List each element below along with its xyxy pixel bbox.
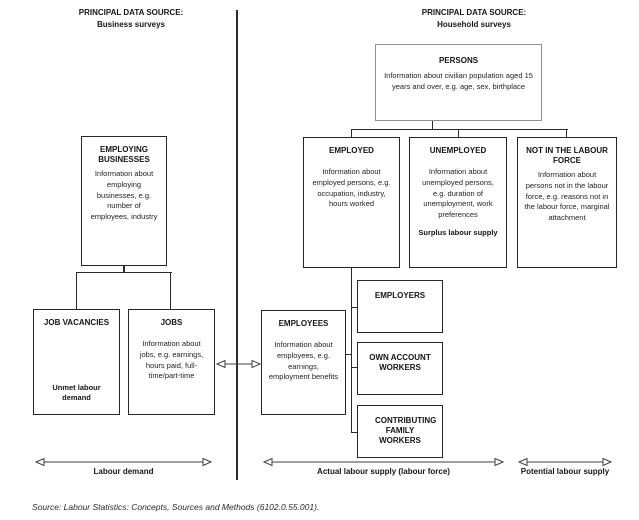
box-own-account-workers-title: OWN ACCOUNT WORKERS [369, 353, 431, 373]
connector-persons-drop [432, 121, 434, 130]
panel-divider-line [236, 10, 238, 480]
box-contributing-family-workers: CONTRIBUTING FAMILY WORKERS [357, 405, 443, 458]
box-job-vacancies-footer: Unmet labour demand [52, 382, 101, 403]
connector-to-jobs [170, 272, 172, 309]
box-employers: EMPLOYERS [357, 280, 443, 333]
header-left-line1: PRINCIPAL DATA SOURCE: [78, 8, 184, 17]
connector-to-job-vacancies [76, 272, 78, 309]
connector-to-unemployed [457, 129, 459, 137]
potential-labour-supply-arrow [517, 457, 613, 467]
actual-labour-supply-label: Actual labour supply (labour force) [317, 467, 450, 476]
connector-employed-trunk [350, 268, 352, 433]
box-unemployed-footer: Surplus labour supply [418, 228, 498, 238]
box-contributing-family-workers-title: CONTRIBUTING FAMILY WORKERS [375, 416, 437, 446]
connector-stub-contributing [350, 431, 358, 433]
connector-stub-employers [350, 306, 358, 308]
box-jobs: JOBS Information about jobs, e.g. earnin… [128, 309, 215, 415]
source-note: Source: Labour Statistics: Concepts, Sou… [32, 502, 320, 512]
box-employers-title: EMPLOYERS [374, 291, 426, 300]
box-not-in-labour-force: NOT IN THE LABOUR FORCE Information abou… [517, 137, 617, 268]
box-employing-businesses: EMPLOYING BUSINESSES Information about e… [81, 136, 167, 266]
box-employing-businesses-body: Information about employing businesses, … [90, 169, 158, 222]
jobs-employees-link-arrow [215, 359, 262, 369]
box-employed: EMPLOYED Information about employed pers… [303, 137, 400, 268]
labour-demand-label: Labour demand [93, 467, 154, 476]
potential-labour-supply-label: Potential labour supply [520, 467, 610, 476]
box-unemployed: UNEMPLOYED Information about unemployed … [409, 137, 507, 268]
connector-employing-drop [123, 266, 125, 273]
connector-employing-hbar [76, 272, 172, 274]
labour-demand-arrow [34, 457, 213, 467]
actual-labour-supply-arrow [262, 457, 505, 467]
box-employees-body: Information about employees, e.g. earnin… [268, 340, 339, 382]
box-employed-body: Information about employed persons, e.g.… [312, 167, 391, 209]
box-employing-businesses-title: EMPLOYING BUSINESSES [98, 145, 150, 165]
box-persons-body: Information about civilian population ag… [384, 71, 533, 91]
box-own-account-workers: OWN ACCOUNT WORKERS [357, 342, 443, 395]
header-household-surveys: PRINCIPAL DATA SOURCE: Household surveys [384, 7, 564, 30]
header-right-line2: Household surveys [437, 19, 511, 29]
box-jobs-title: JOBS [160, 318, 183, 327]
box-unemployed-body: Information about unemployed persons, e.… [422, 167, 494, 219]
box-employees: EMPLOYEES Information about employees, e… [261, 310, 346, 415]
box-not-in-labour-force-body: Information about persons not in the lab… [524, 170, 610, 223]
box-persons: PERSONS Information about civilian popul… [375, 44, 542, 121]
box-job-vacancies-spacer [34, 328, 119, 374]
connector-to-employed [351, 129, 353, 137]
box-employed-title: EMPLOYED [329, 146, 374, 155]
box-persons-title: PERSONS [438, 56, 479, 65]
box-jobs-body: Information about jobs, e.g. earnings, h… [139, 339, 204, 381]
connector-persons-hbar [351, 129, 568, 131]
connector-to-not-in-labour-force [566, 129, 568, 137]
header-right-line1: PRINCIPAL DATA SOURCE: [421, 8, 527, 17]
connector-stub-employees [345, 353, 352, 355]
connector-stub-own-account [350, 367, 358, 369]
box-job-vacancies: JOB VACANCIES Unmet labour demand [33, 309, 120, 415]
box-unemployed-title: UNEMPLOYED [429, 146, 487, 155]
header-business-surveys: PRINCIPAL DATA SOURCE: Business surveys [41, 7, 221, 30]
box-job-vacancies-title: JOB VACANCIES [43, 318, 110, 327]
box-employees-title: EMPLOYEES [278, 319, 329, 328]
box-not-in-labour-force-title: NOT IN THE LABOUR FORCE [526, 146, 608, 166]
header-left-line2: Business surveys [96, 19, 166, 29]
